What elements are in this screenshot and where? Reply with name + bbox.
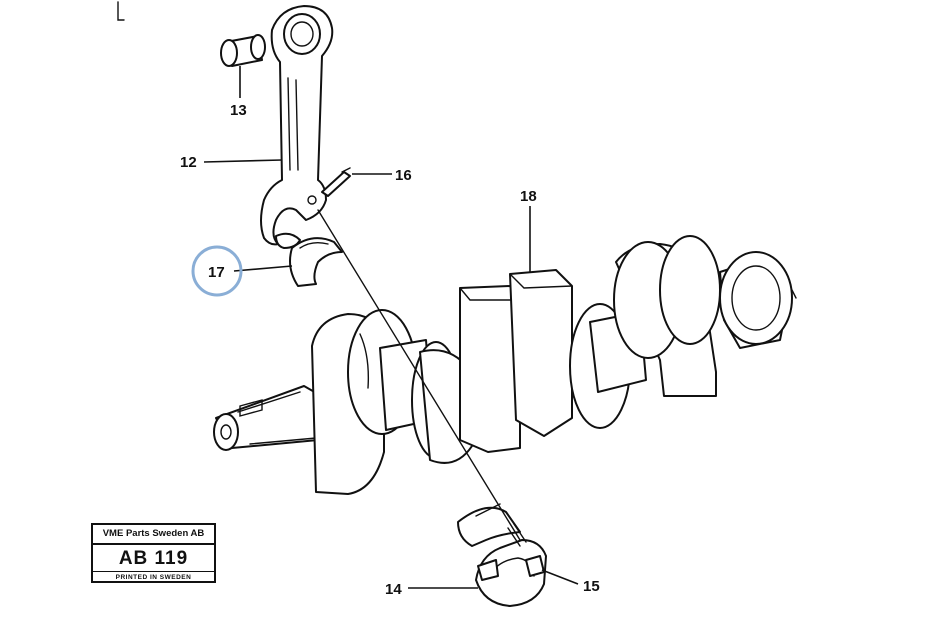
leader-12 <box>203 159 283 163</box>
title-stamp: VME Parts Sweden AB AB 119 PRINTED IN SW… <box>91 523 216 583</box>
crankshaft <box>213 235 797 495</box>
callout-13: 13 <box>230 102 247 119</box>
leader-15 <box>541 569 579 585</box>
corner-mark <box>117 1 125 21</box>
lower-bearing-shell <box>457 503 521 547</box>
callout-17: 17 <box>208 264 225 281</box>
small-end-bush <box>220 34 266 67</box>
callout-15: 15 <box>583 578 600 595</box>
rod-bolt <box>321 167 351 197</box>
callout-highlight-ring <box>191 245 243 297</box>
stamp-printed: PRINTED IN SWEDEN <box>115 574 192 581</box>
callout-16: 16 <box>395 167 412 184</box>
assembly-guide-line <box>317 209 521 541</box>
callout-12: 12 <box>180 154 197 171</box>
connecting-rod <box>260 5 334 249</box>
callout-14: 14 <box>385 581 402 598</box>
stamp-company: VME Parts Sweden AB <box>93 525 214 545</box>
callout-18: 18 <box>520 188 537 205</box>
upper-bearing-shell <box>289 237 343 287</box>
stamp-code: AB 119 <box>93 545 214 572</box>
leader-17 <box>233 265 293 272</box>
rod-cap <box>475 523 547 607</box>
